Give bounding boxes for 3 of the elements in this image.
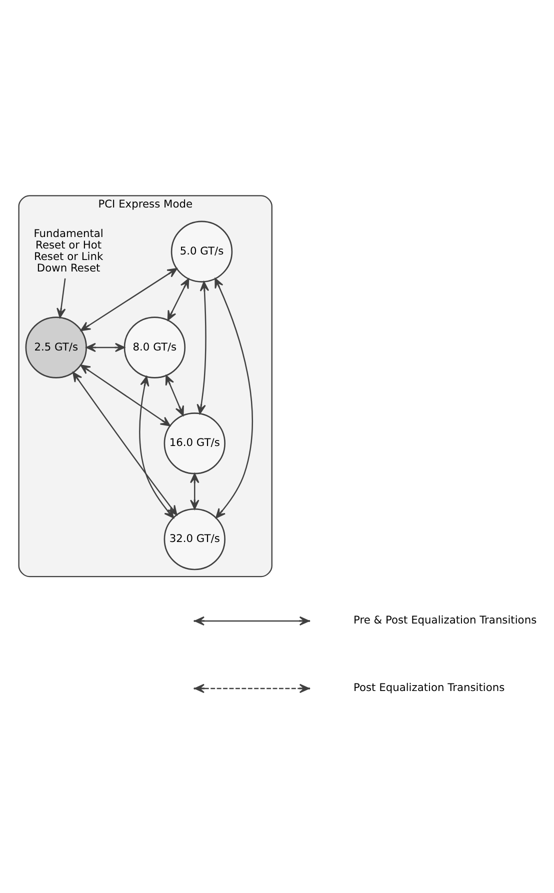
legend-label: Post Equalization Transitions xyxy=(353,681,505,694)
node-text: Fundamental Reset or Hot Reset or Link Down Reset xyxy=(34,227,104,275)
legend-label: Pre & Post Equalization Transitions xyxy=(353,614,537,627)
